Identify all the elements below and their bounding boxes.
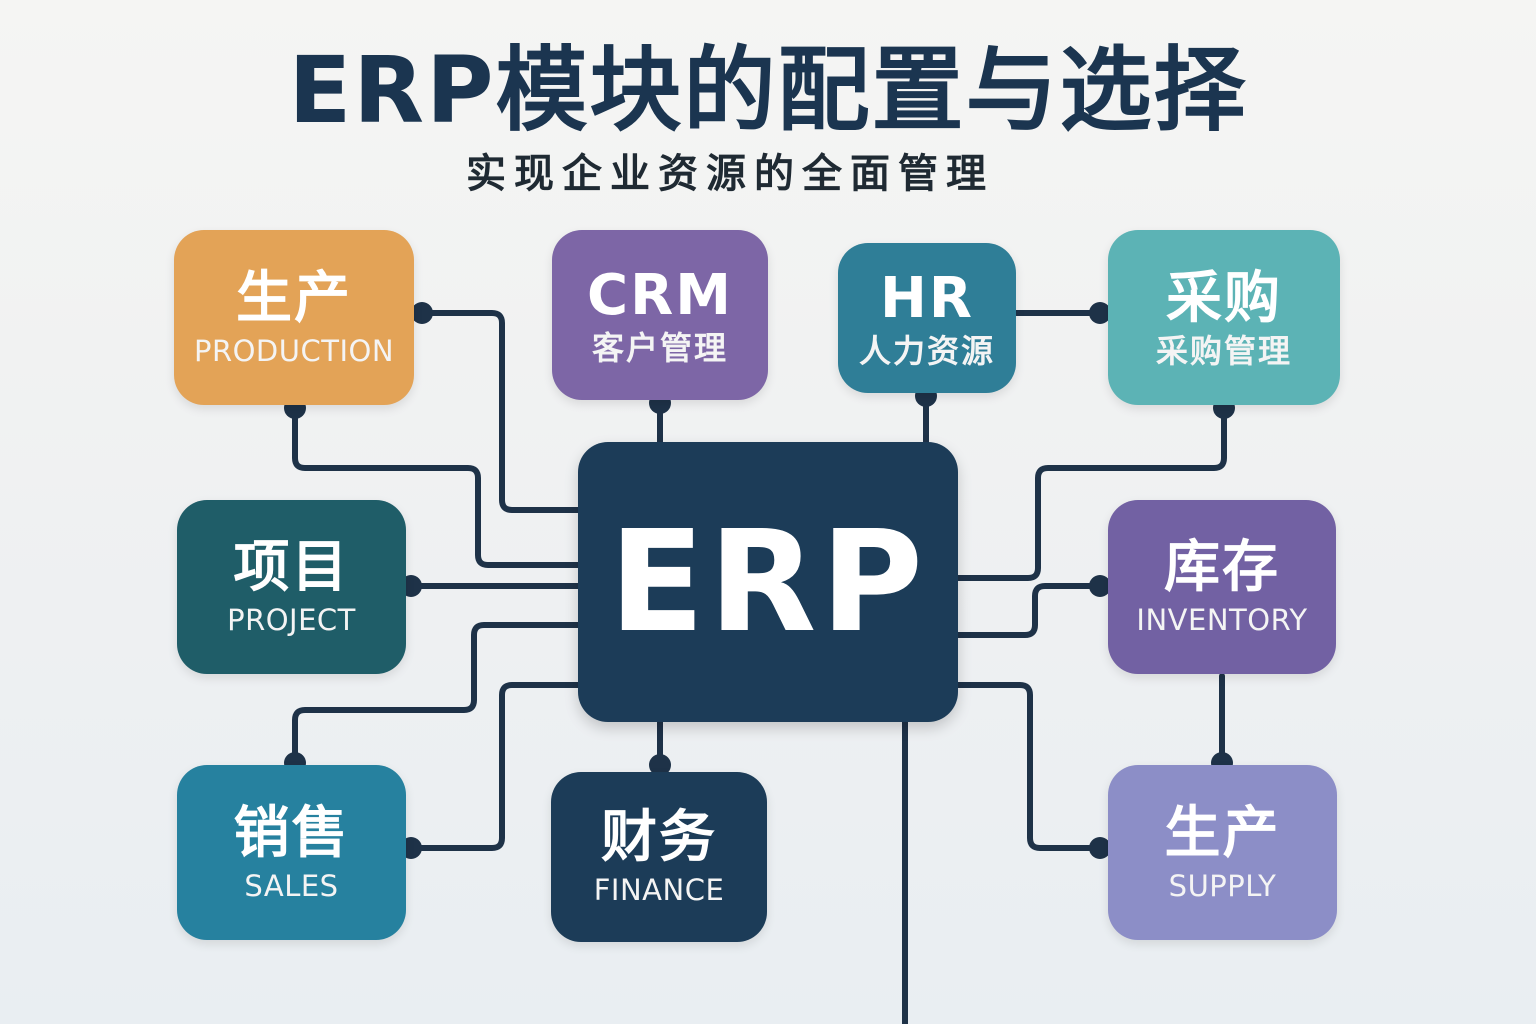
link-sales-top (292, 622, 581, 766)
module-hr-title: HR (880, 266, 974, 331)
module-hr: HR 人力资源 (838, 243, 1016, 393)
module-project: 项目 PROJECT (177, 500, 406, 674)
dot-production-right (411, 302, 433, 324)
module-project-subtitle: PROJECT (227, 603, 356, 637)
erp-hub: ERP (578, 442, 958, 722)
module-purchase-title: 采购 (1166, 265, 1282, 331)
module-finance-subtitle: FINANCE (593, 873, 725, 907)
page-title: ERP模块的配置与选择 (288, 37, 1248, 144)
module-production-subtitle: PRODUCTION (193, 333, 395, 368)
module-crm-subtitle: 客户管理 (591, 329, 728, 367)
link-production-bottom (292, 405, 581, 568)
dot-purchase-left (1089, 302, 1111, 324)
module-hr-subtitle: 人力资源 (858, 332, 995, 370)
module-purchase-subtitle: 采购管理 (1155, 331, 1292, 370)
module-supply-title: 生产 (1164, 800, 1281, 866)
module-production: 生产 PRODUCTION (174, 230, 414, 405)
dot-supply-left (1089, 837, 1111, 859)
module-crm: CRM 客户管理 (552, 230, 768, 400)
module-inventory-title: 库存 (1164, 535, 1280, 600)
module-supply-subtitle: SUPPLY (1168, 868, 1277, 903)
module-sales-subtitle: SALES (244, 868, 339, 903)
dot-finance (649, 754, 671, 776)
link-production-top (419, 310, 581, 513)
link-inventory (955, 583, 1103, 638)
link-supply (955, 682, 1103, 851)
link-purchase (955, 405, 1227, 581)
module-production-title: 生产 (236, 265, 352, 331)
link-sales (408, 682, 581, 851)
module-sales-title: 销售 (233, 800, 350, 866)
module-finance: 财务 FINANCE (551, 772, 767, 942)
module-finance-title: 财务 (601, 805, 717, 870)
module-inventory: 库存 INVENTORY (1108, 500, 1336, 674)
page-subtitle: 实现企业资源的全面管理 (466, 151, 994, 197)
module-inventory-subtitle: INVENTORY (1136, 603, 1308, 637)
module-supply: 生产 SUPPLY (1108, 765, 1337, 940)
module-sales: 销售 SALES (177, 765, 406, 940)
dot-inventory (1089, 575, 1111, 597)
module-purchase: 采购 采购管理 (1108, 230, 1340, 405)
module-project-title: 项目 (233, 535, 350, 600)
module-crm-title: CRM (587, 263, 733, 328)
